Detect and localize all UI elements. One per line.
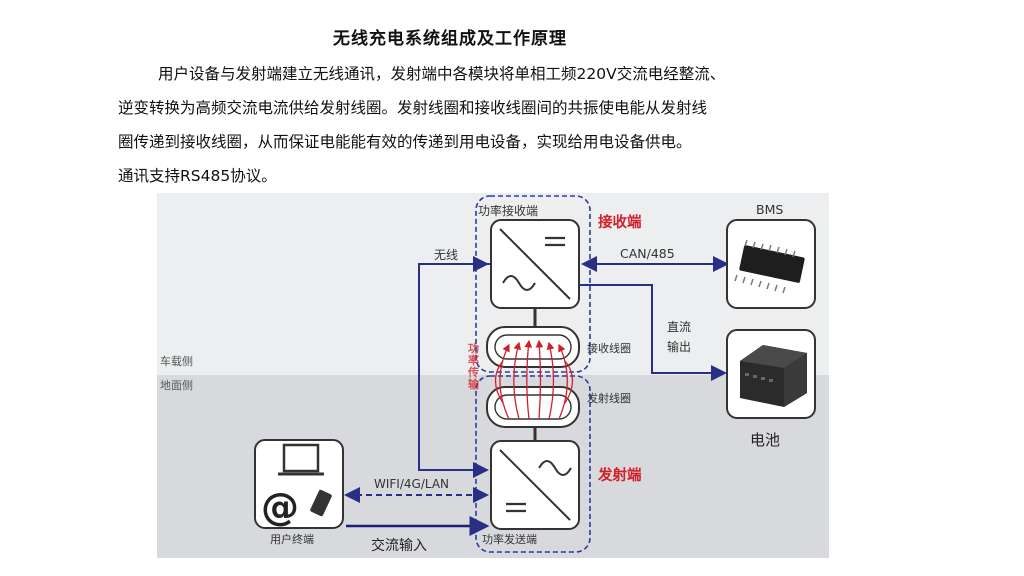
dc-output-arrow xyxy=(579,284,727,381)
transmitter-module-label: 功率发送端 xyxy=(482,533,537,546)
ac-input-label: 交流输入 xyxy=(371,538,427,554)
battery-label: 电池 xyxy=(750,431,781,449)
paragraph-line-4: 通讯支持RS485协议。 xyxy=(118,167,277,185)
receiver-group-outline xyxy=(475,195,591,373)
transmit-coil-icon xyxy=(486,386,580,428)
wireless-label: 无线 xyxy=(434,248,459,262)
user-terminal-label: 用户终端 xyxy=(270,533,314,546)
vehicle-side-label: 车载侧 xyxy=(160,355,193,368)
wireless-charging-diagram: @ 功率接收端 接收端 无线 CAN/485 BMS 直流 输出 接收线圈 发射… xyxy=(157,193,829,558)
battery-pack-icon xyxy=(726,329,816,419)
bms-chip-icon xyxy=(726,219,816,309)
receive-coil-label: 接收线圈 xyxy=(587,342,631,355)
power-transfer-label: 功率传输 xyxy=(468,342,479,391)
transmitter-converter-icon xyxy=(490,440,580,530)
magnetic-field-lines xyxy=(494,339,574,420)
receive-coil-icon xyxy=(486,326,580,368)
bms-label: BMS xyxy=(756,202,784,217)
diagram-graphics: @ xyxy=(157,193,829,558)
dc-output-label-1: 直流 xyxy=(667,320,692,334)
user-terminal-icon: @ xyxy=(254,439,344,529)
dc-output-label-2: 输出 xyxy=(667,340,692,354)
transmit-coil-label: 发射线圈 xyxy=(587,392,631,405)
document-title: 无线充电系统组成及工作原理 xyxy=(333,29,567,49)
wifi-label: WIFI/4G/LAN xyxy=(374,477,450,491)
can485-label: CAN/485 xyxy=(620,246,675,261)
document-paragraph: 用户设备与发射端建立无线通讯，发射端中各模块将单相工频220V交流电经整流、 逆… xyxy=(118,57,878,193)
receiver-side-label: 接收端 xyxy=(598,215,642,231)
paragraph-line-2: 逆变转换为高频交流电流供给发射线圈。发射线圈和接收线圈间的共振使电能从发射线 xyxy=(118,99,708,117)
ground-side-label: 地面侧 xyxy=(160,379,193,392)
receiver-converter-icon xyxy=(490,219,580,309)
receiver-module-label: 功率接收端 xyxy=(478,204,539,218)
paragraph-line-3: 圈传递到接收线圈，从而保证电能能有效的传递到用电设备，实现给用电设备供电。 xyxy=(118,133,692,151)
transmitter-side-label: 发射端 xyxy=(598,468,642,484)
svg-text:@: @ xyxy=(261,485,299,529)
paragraph-line-1: 用户设备与发射端建立无线通讯，发射端中各模块将单相工频220V交流电经整流、 xyxy=(158,65,726,83)
